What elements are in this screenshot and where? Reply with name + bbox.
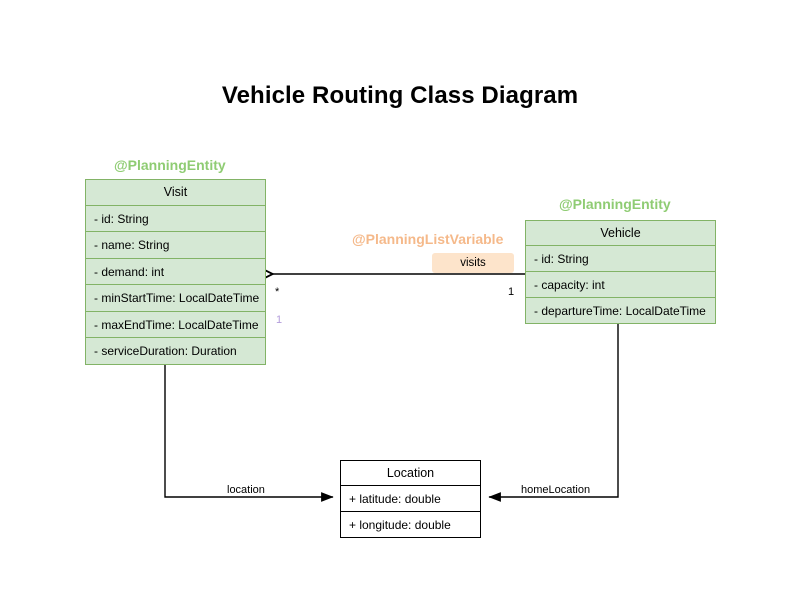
attribute-visit-name: - name: String [85, 232, 266, 259]
annotation-vehicle-planning-entity: @PlanningEntity [559, 196, 671, 212]
attribute-vehicle-id: - id: String [525, 246, 716, 272]
attribute-visit-id: - id: String [85, 206, 266, 232]
page-title: Vehicle Routing Class Diagram [221, 82, 579, 109]
attribute-location-longitude: + longitude: double [340, 512, 481, 538]
attribute-visit-demand: - demand: int [85, 259, 266, 285]
edge-home-location [488, 322, 619, 502]
association-label-home-location: homeLocation [518, 484, 594, 496]
edge-location [164, 362, 334, 502]
attribute-visit-service-duration: - serviceDuration: Duration [85, 338, 266, 365]
multiplicity-visits-target: * [275, 286, 280, 298]
attribute-vehicle-capacity: - capacity: int [525, 272, 716, 298]
multiplicity-visits-source: 1 [508, 286, 515, 298]
class-name-vehicle: Vehicle [525, 220, 716, 246]
annotation-planning-list-variable: @PlanningListVariable [352, 231, 504, 247]
class-name-location: Location [340, 460, 481, 486]
attribute-location-latitude: + latitude: double [340, 486, 481, 512]
class-box-location[interactable]: Location + latitude: double + longitude:… [340, 460, 481, 538]
attribute-visit-min-start-time: - minStartTime: LocalDateTime [85, 285, 266, 312]
association-label-location: location [224, 484, 268, 496]
annotation-visit-planning-entity: @PlanningEntity [114, 157, 226, 173]
class-box-vehicle[interactable]: Vehicle - id: String - capacity: int - d… [525, 220, 716, 324]
attribute-vehicle-departure-time: - departureTime: LocalDateTime [525, 298, 716, 324]
class-box-visit[interactable]: Visit - id: String - name: String - dema… [85, 179, 266, 365]
class-name-visit: Visit [85, 179, 266, 206]
multiplicity-visits-extra: 1 [276, 314, 283, 326]
association-label-visits: visits [432, 253, 514, 273]
attribute-visit-max-end-time: - maxEndTime: LocalDateTime [85, 312, 266, 338]
